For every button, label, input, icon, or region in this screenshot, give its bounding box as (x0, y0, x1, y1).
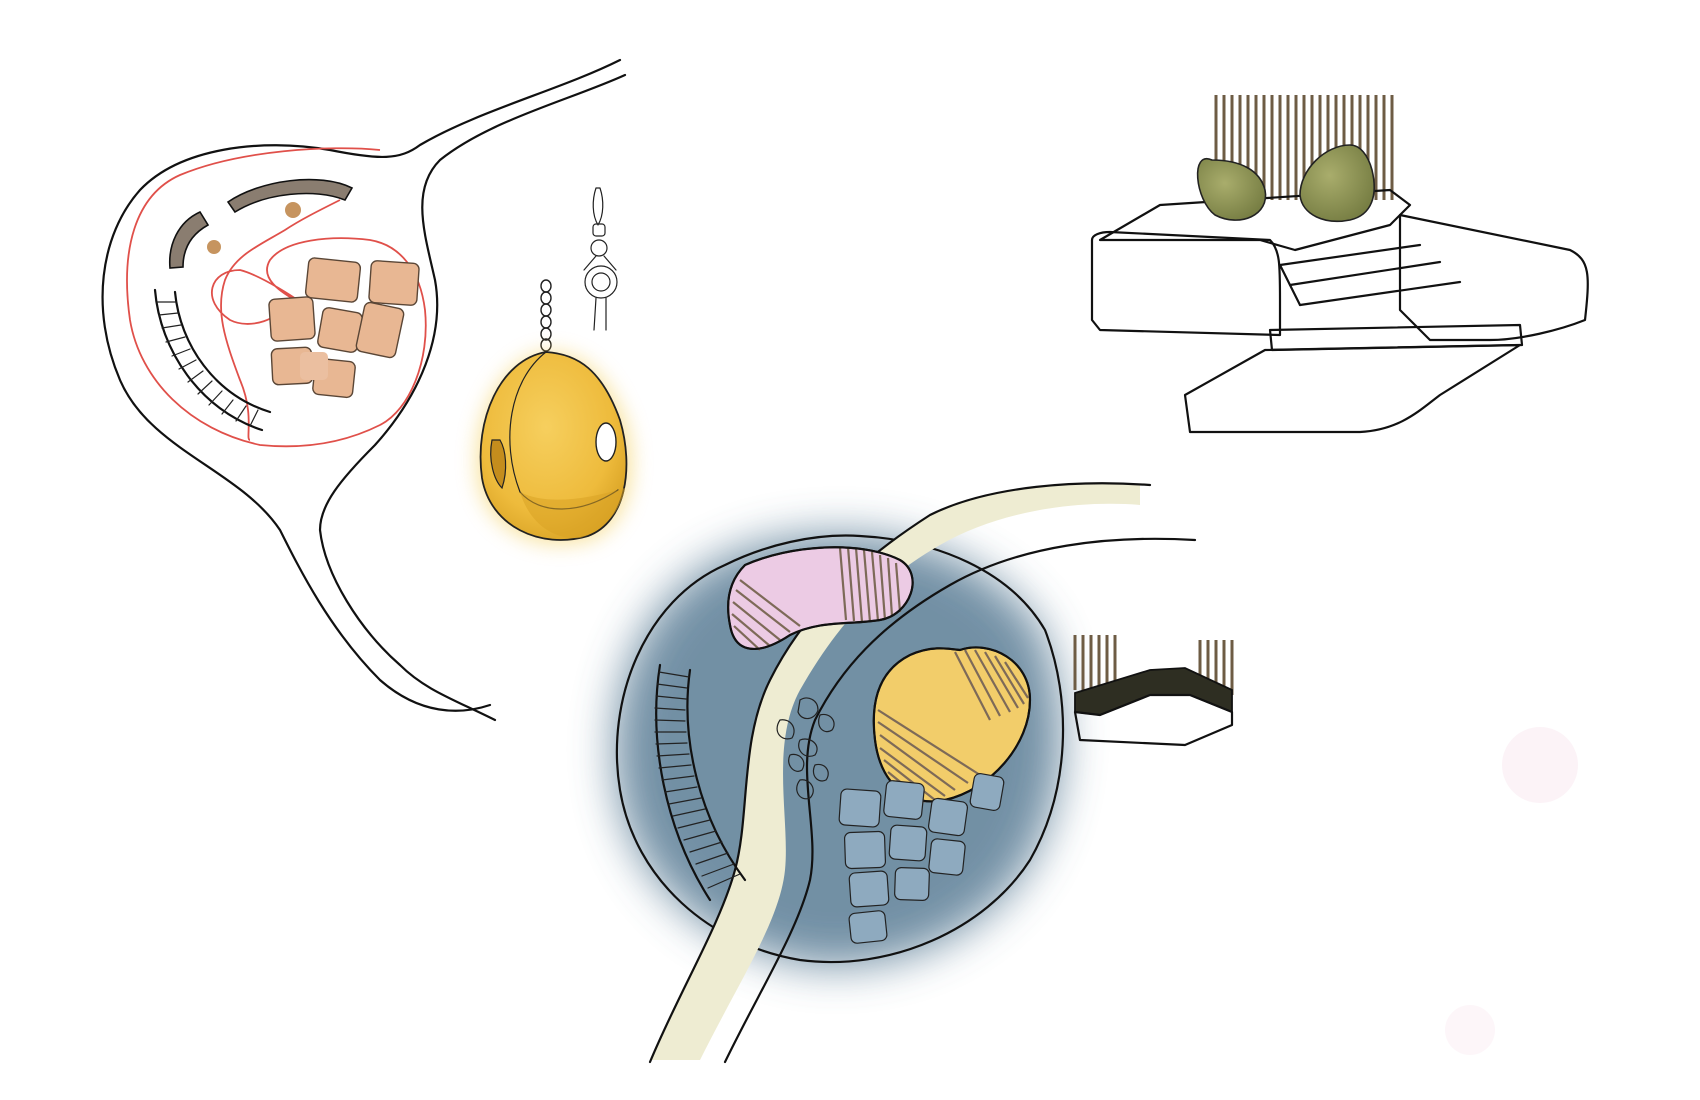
site-boundary-outline (101, 58, 622, 712)
olive-pod-left (1196, 157, 1267, 221)
plaza-tiles (838, 773, 1005, 944)
zone-outline-red (126, 147, 427, 448)
walkway-edge-inner (723, 537, 1197, 1064)
bench-base (1073, 693, 1234, 747)
tiered-platform-sketch (1090, 95, 1589, 434)
platform-steps (1278, 243, 1462, 307)
pod-body (479, 351, 628, 541)
olive-pod-right (1299, 144, 1375, 222)
walkway-fill (650, 483, 1140, 1061)
pod-chain (540, 279, 552, 352)
curved-bench (153, 288, 272, 432)
planter-dot-1 (285, 202, 301, 218)
stepping-stones (776, 697, 835, 800)
hook-detail-sketch (583, 187, 618, 331)
planter-dot-2 (207, 240, 221, 254)
hanging-pod-sketch (476, 187, 632, 545)
bench-slats-left (1073, 635, 1117, 690)
platform-main-block (1090, 230, 1282, 337)
platform-base (1183, 343, 1522, 434)
faint-smudge-2 (1445, 1005, 1495, 1055)
faint-smudge-1 (1502, 727, 1578, 803)
pink-panel-outline (727, 546, 914, 650)
pod-window-right (595, 422, 617, 462)
pod-seat-shadow (520, 488, 625, 539)
pavilion-plan-sketch (614, 482, 1197, 1064)
seating-arc-top (226, 178, 354, 214)
bench-ribs (156, 301, 259, 427)
walkway-edge-outer (648, 482, 1152, 1064)
seating-arc-left (168, 210, 210, 269)
plaza-curved-bench (654, 663, 747, 902)
corner-bench-sketch (1073, 635, 1234, 747)
platform-lower-step (1268, 323, 1524, 352)
site-inner-path (318, 73, 627, 722)
platform-right-block (1398, 213, 1589, 342)
pod-window-left (490, 439, 507, 490)
site-plan-sketch (101, 58, 627, 722)
pink-panel-stripes (731, 546, 902, 651)
yellow-panel-stripes (877, 649, 1029, 803)
paving-tiles (268, 257, 420, 399)
zone-outline-red-inner (220, 199, 341, 441)
